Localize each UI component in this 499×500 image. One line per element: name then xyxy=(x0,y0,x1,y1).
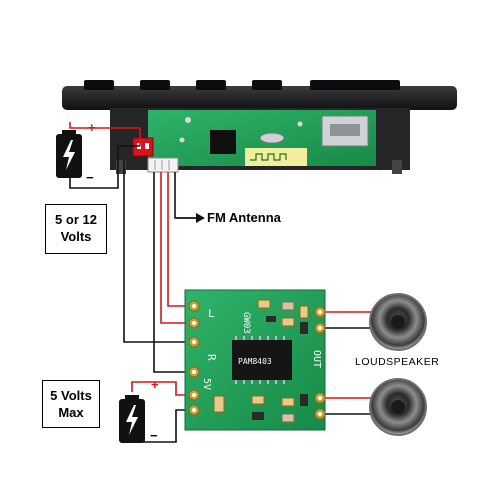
wires xyxy=(69,122,376,443)
battery-icon xyxy=(56,130,82,178)
panel-button xyxy=(196,80,226,90)
chip-marking: PAM8403 xyxy=(238,357,272,366)
amplifier-board: L R 5V GW03 OUT PAM8403 xyxy=(184,289,326,431)
wire-main-positive xyxy=(69,122,141,146)
module-front-panel xyxy=(62,86,457,110)
audio-connector xyxy=(147,157,179,173)
battery-icon xyxy=(119,395,145,443)
power-connector xyxy=(132,137,154,157)
panel-button xyxy=(84,80,114,90)
battery-minus-sign: − xyxy=(150,428,158,443)
battery-minus-sign: − xyxy=(86,170,94,185)
standoff xyxy=(116,160,126,174)
mp3-decoder-module xyxy=(62,80,457,174)
bluetooth-antenna-trace xyxy=(245,148,307,166)
speaker-icon xyxy=(369,378,427,436)
standoff xyxy=(392,160,402,174)
panel-button xyxy=(140,80,170,90)
silk-label-5v: 5V xyxy=(201,378,212,390)
module-chip xyxy=(210,130,236,154)
loudspeaker-label: LOUDSPEAKER xyxy=(355,356,440,368)
silk-label-code: GW03 xyxy=(241,312,251,334)
silk-label-l: L xyxy=(208,307,215,320)
main-supply-line2: Volts xyxy=(60,229,92,244)
panel-button xyxy=(252,80,282,90)
amp-supply-line2: Max xyxy=(58,405,84,420)
amp-supply-line1: 5 Volts xyxy=(50,388,92,403)
battery-plus-sign: + xyxy=(88,120,96,135)
silk-label-r: R xyxy=(205,354,218,361)
silk-label-out: OUT xyxy=(311,350,322,368)
panel-display xyxy=(310,80,400,90)
arrow-right-icon xyxy=(176,213,205,223)
fm-antenna-label: FM Antenna xyxy=(207,210,281,225)
main-supply-line1: 5 or 12 xyxy=(55,212,97,227)
wire-right-in xyxy=(167,172,195,307)
speaker-icon xyxy=(369,293,427,351)
amp-chip xyxy=(232,340,292,380)
wire-module-ground xyxy=(123,160,195,343)
crystal xyxy=(259,132,285,144)
wire-main-negative xyxy=(69,145,140,189)
amp-supply-voltage-label: 5 Volts Max xyxy=(42,380,100,428)
battery-plus-sign: + xyxy=(151,377,159,392)
wire-fm-antenna xyxy=(174,172,198,219)
wire-amp-positive xyxy=(131,381,195,396)
main-supply-voltage-label: 5 or 12 Volts xyxy=(45,204,107,254)
wire-left-in xyxy=(160,172,195,324)
wire-ground xyxy=(153,172,195,373)
